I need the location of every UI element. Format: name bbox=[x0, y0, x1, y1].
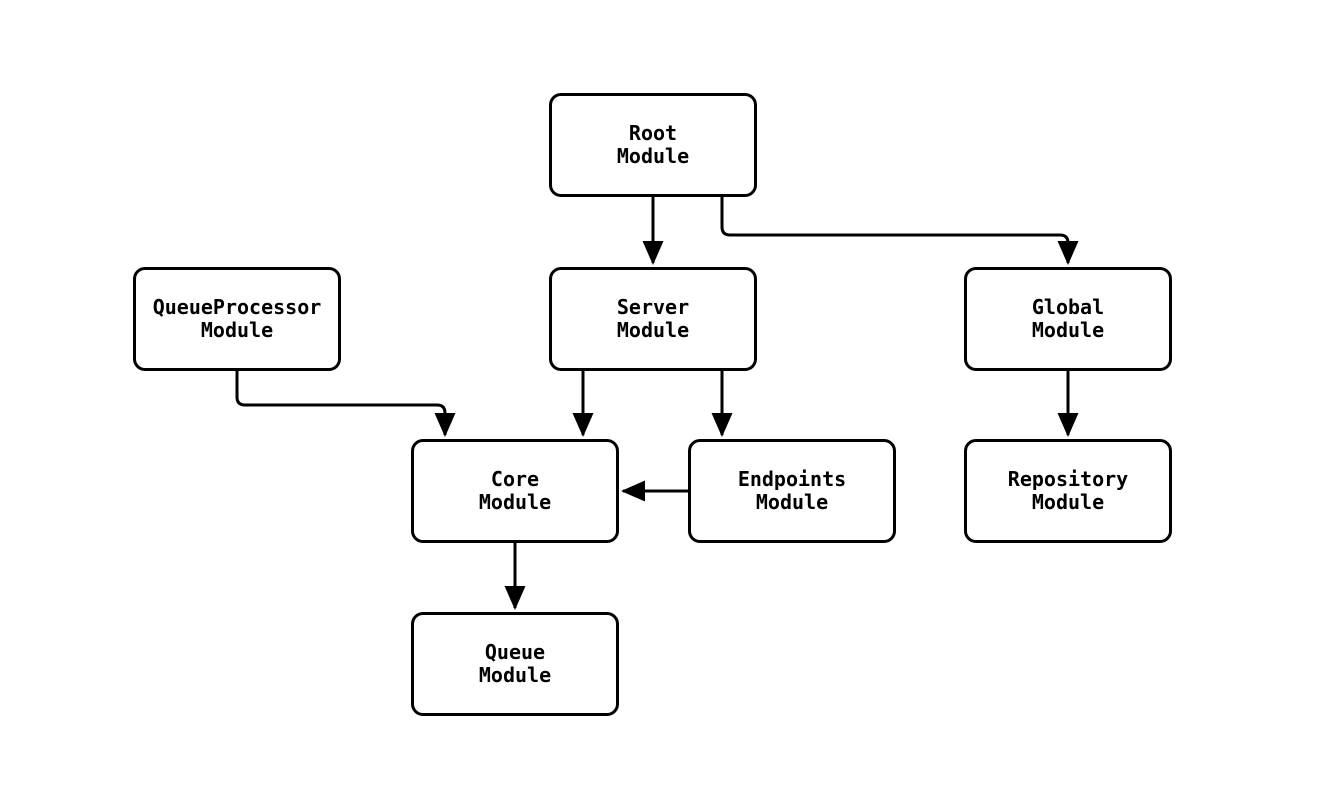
node-repository-module: Repository Module bbox=[964, 439, 1172, 543]
node-global-module: Global Module bbox=[964, 267, 1172, 371]
node-queue-module-label: Queue Module bbox=[478, 640, 552, 687]
node-endpoints-module-label: Endpoints Module bbox=[737, 467, 847, 514]
node-root-module-label: Root Module bbox=[616, 121, 690, 168]
node-core-module: Core Module bbox=[411, 439, 619, 543]
node-queueprocessor-module-label: QueueProcessor Module bbox=[152, 295, 322, 342]
edge-root-to-global bbox=[720, 197, 1079, 265]
node-core-module-label: Core Module bbox=[478, 467, 552, 514]
node-queue-module: Queue Module bbox=[411, 612, 619, 716]
node-repository-module-label: Repository Module bbox=[1007, 467, 1129, 514]
node-global-module-label: Global Module bbox=[1031, 295, 1105, 342]
node-server-module: Server Module bbox=[549, 267, 757, 371]
edge-queueprocessor-to-core bbox=[235, 371, 456, 437]
node-queueprocessor-module: QueueProcessor Module bbox=[133, 267, 341, 371]
node-endpoints-module: Endpoints Module bbox=[688, 439, 896, 543]
node-root-module: Root Module bbox=[549, 93, 757, 197]
node-server-module-label: Server Module bbox=[616, 295, 690, 342]
